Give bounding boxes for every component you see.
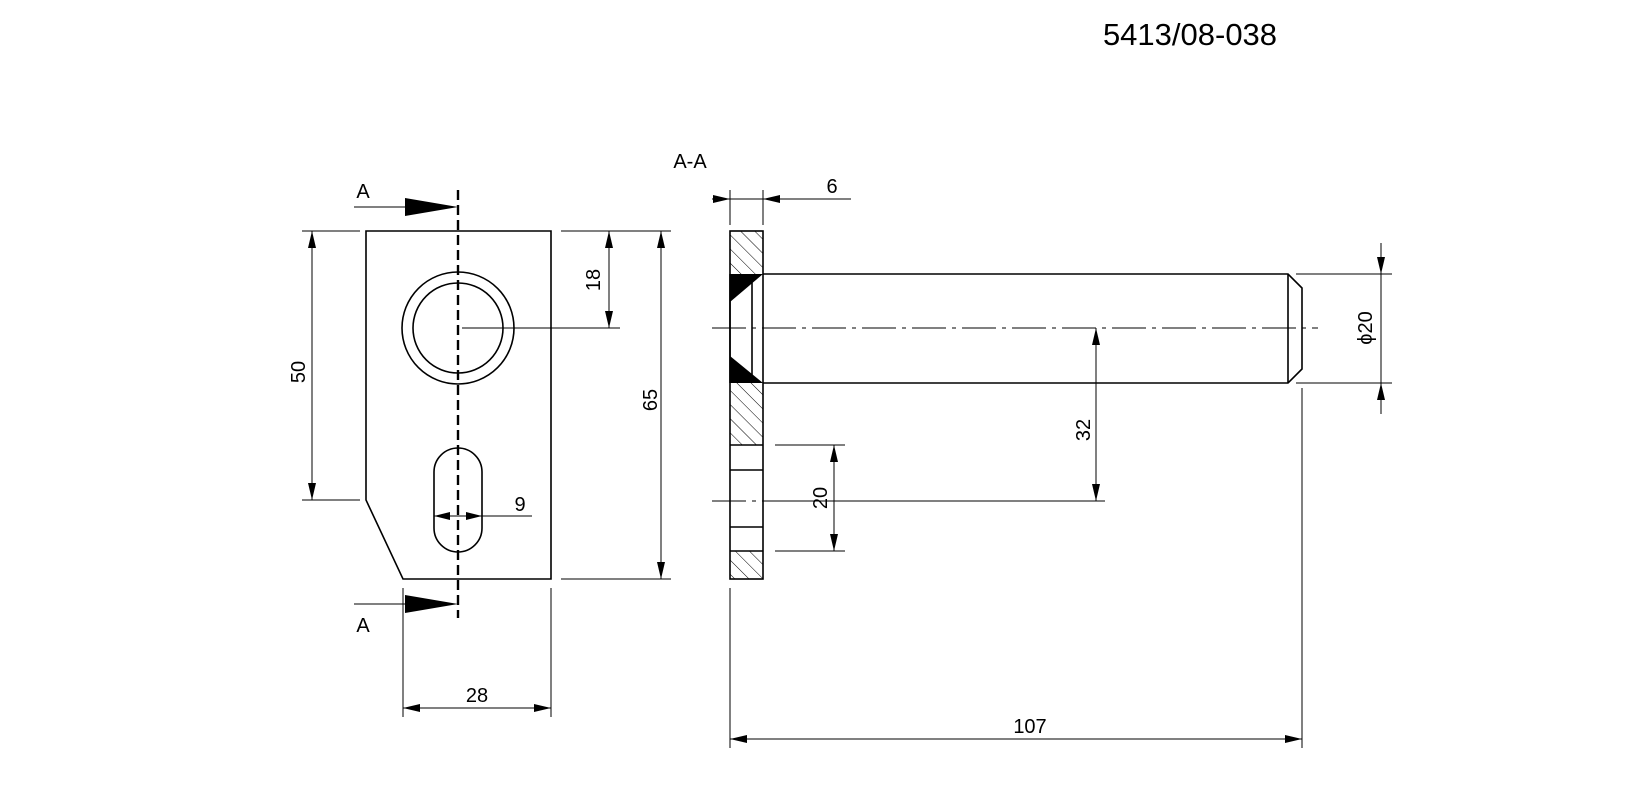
dim-text-65: 65 <box>640 389 662 411</box>
dimension-diameter-20: ϕ20 <box>1296 243 1392 414</box>
dim-text-32: 32 <box>1073 419 1095 441</box>
dimension-6: 6 <box>712 176 851 225</box>
section-label: A-A <box>673 151 707 173</box>
dim-text-6: 6 <box>826 176 837 198</box>
front-view: A A 50 18 65 <box>288 181 671 717</box>
dim-text-18: 18 <box>583 269 605 291</box>
dim-text-20-slot: 20 <box>810 487 832 509</box>
dimension-20-slot: 20 <box>775 444 845 552</box>
cut-arrow-bottom-head <box>405 595 458 613</box>
dim-text-107: 107 <box>1013 716 1046 738</box>
dim-text-50: 50 <box>288 361 310 383</box>
cut-marker-top: A <box>356 181 370 203</box>
plate-outline <box>729 230 764 580</box>
slot-outline <box>433 447 483 553</box>
section-view: A-A 6 <box>673 151 1392 748</box>
dim-text-9: 9 <box>514 494 525 516</box>
dimension-50: 50 <box>288 230 360 501</box>
dim-text-28: 28 <box>466 685 488 707</box>
weld-bottom <box>730 356 763 383</box>
cut-arrow-top-head <box>405 198 458 216</box>
dimension-9: 9 <box>434 494 532 520</box>
weld-top <box>730 274 763 302</box>
dim-text-diameter-20: ϕ20 <box>1355 311 1377 344</box>
cut-marker-bottom: A <box>356 615 370 637</box>
dimension-32: 32 <box>763 328 1105 502</box>
dimension-107: 107 <box>729 388 1303 748</box>
bracket-outline <box>365 230 552 580</box>
dimension-18: 18 <box>462 230 620 329</box>
dimension-65: 65 <box>561 230 671 580</box>
dimension-28: 28 <box>402 588 552 717</box>
drawing-number: 5413/08-038 <box>1103 17 1277 52</box>
